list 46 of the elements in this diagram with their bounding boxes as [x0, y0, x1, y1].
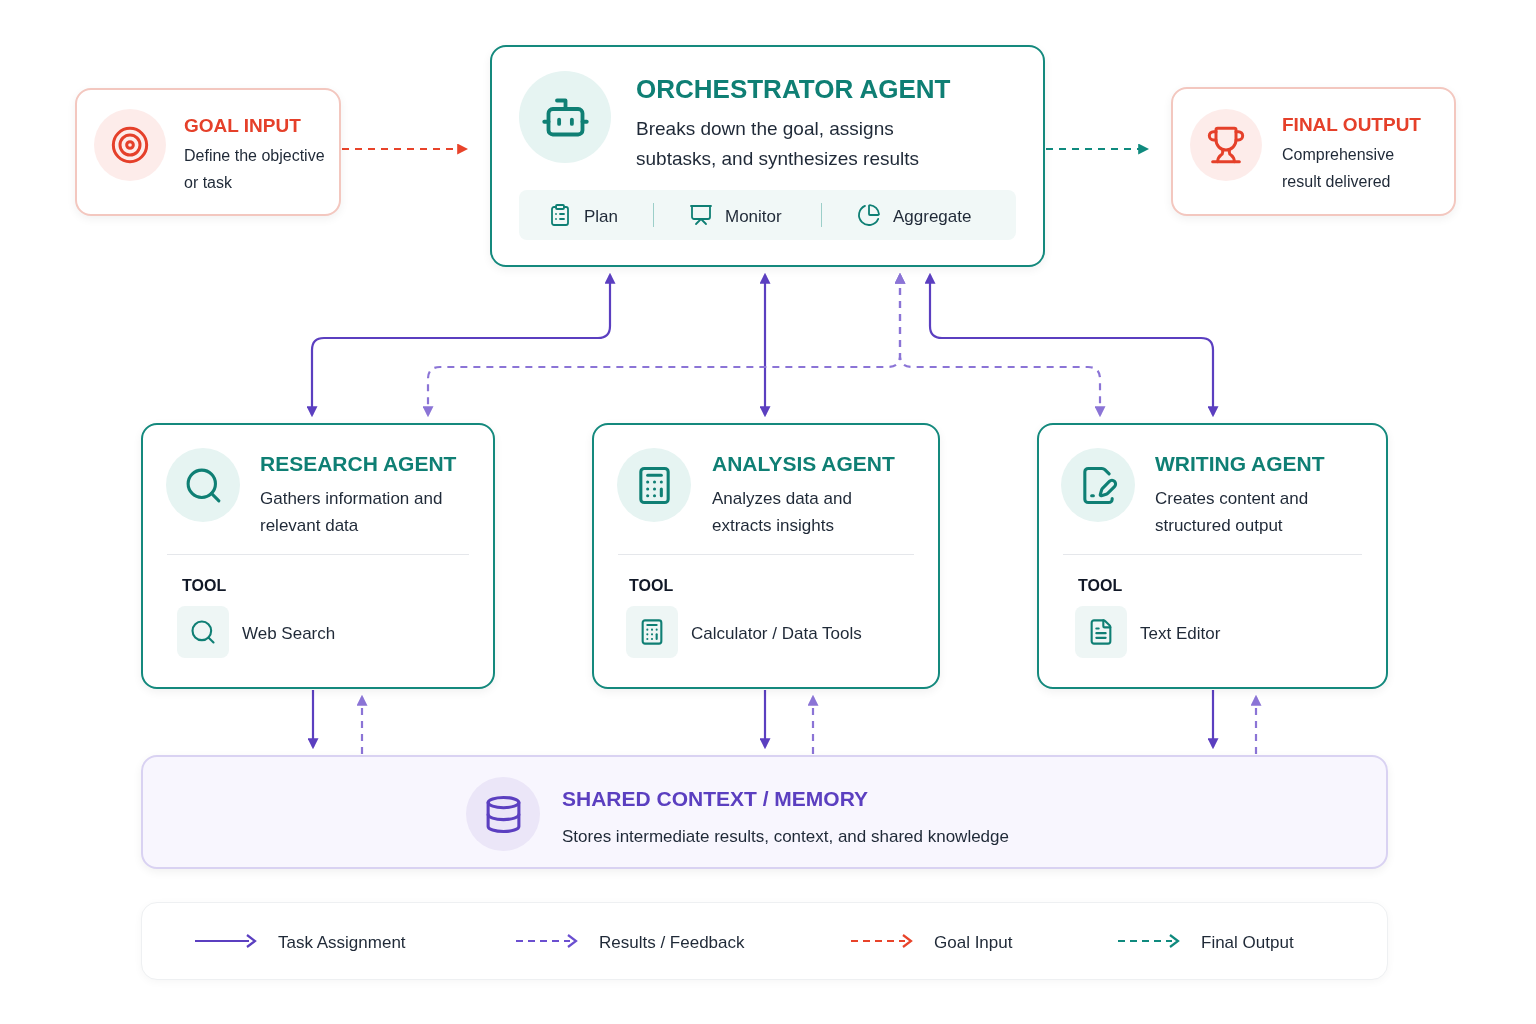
memory-panel: [141, 755, 1388, 869]
node-title: RESEARCH AGENT: [260, 451, 458, 477]
node-title: ANALYSIS AGENT: [712, 451, 896, 477]
legend-label: Results / Feedback: [599, 932, 745, 954]
dashed-arrow: [342, 143, 469, 155]
tool-name: Web Search: [242, 623, 336, 645]
io-card: [1171, 87, 1456, 216]
node-description: Gathers information and relevant data: [260, 488, 444, 538]
legend-label: Task Assignment: [278, 932, 406, 954]
legend-label: Goal Input: [934, 932, 1013, 954]
node-title: GOAL INPUT: [184, 114, 302, 138]
dashed-arrow: [1250, 694, 1262, 754]
node-description: Analyzes data and extracts insights: [712, 488, 853, 538]
node-title: FINAL OUTPUT: [1282, 113, 1422, 137]
node-description: Creates content and structured output: [1155, 488, 1310, 538]
legend-label: Final Output: [1201, 932, 1294, 954]
arrow: [307, 690, 319, 750]
section-heading: TOOL: [629, 576, 674, 596]
arrow: [306, 272, 616, 418]
arrow: [924, 272, 1219, 418]
node-description: Stores intermediate results, context, and shared knowledge: [562, 826, 1010, 849]
section-heading: TOOL: [1078, 576, 1123, 596]
step-label: Aggregate: [893, 206, 972, 228]
node-title: ORCHESTRATOR AGENT: [636, 73, 952, 106]
agent-card: [1037, 423, 1388, 689]
node-description: Comprehensive result delivered: [1282, 144, 1396, 192]
arrow: [759, 690, 771, 750]
step-label: Plan: [584, 206, 619, 228]
agent-card: [490, 45, 1045, 267]
agent-card: [592, 423, 940, 689]
dashed-arrow: [807, 694, 819, 754]
step-label: Monitor: [725, 206, 782, 228]
node-title: WRITING AGENT: [1155, 451, 1326, 477]
node-title: SHARED CONTEXT / MEMORY: [562, 786, 870, 812]
io-card: [75, 88, 341, 216]
dashed-arrow: [356, 694, 368, 754]
dashed-arrow: [894, 272, 1106, 418]
arrow: [759, 272, 771, 418]
agent-card: [141, 423, 495, 689]
tool-name: Text Editor: [1140, 623, 1221, 645]
tool-name: Calculator / Data Tools: [691, 623, 862, 645]
dashed-arrow: [1046, 143, 1150, 155]
arrow: [1207, 690, 1219, 750]
node-description: Define the objective or task: [184, 145, 326, 193]
section-heading: TOOL: [182, 576, 227, 596]
node-description: Breaks down the goal, assigns subtasks, and synthesizes results: [636, 116, 921, 171]
